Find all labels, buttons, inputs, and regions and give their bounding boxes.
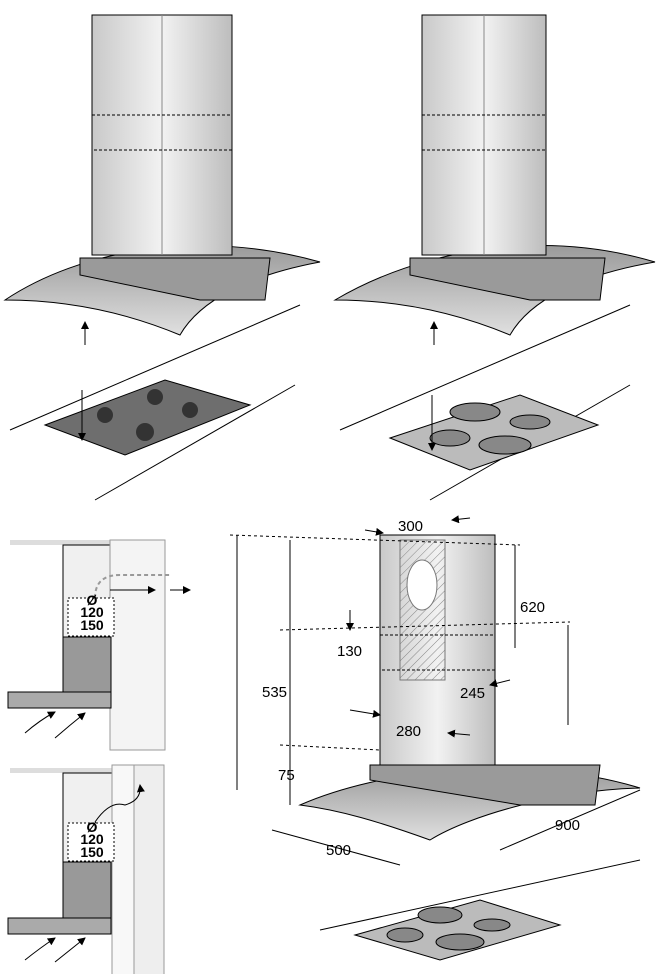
dim-500: 500 [326, 842, 351, 859]
duct-size-120: 120 [80, 831, 104, 847]
dim-900: 900 [555, 817, 580, 834]
diameter-symbol: Ø [87, 592, 98, 608]
ducting-horizontal: Ø 120 150 [7, 539, 191, 751]
dim-535: 535 [262, 684, 287, 701]
hood-electric-hob-view [333, 14, 656, 501]
dimension-drawing: 300 620 130 535 245 280 75 500 900 [229, 515, 641, 961]
diameter-symbol: Ø [87, 819, 98, 835]
hood-gas-hob-view [3, 14, 321, 501]
dim-300: 300 [398, 518, 423, 535]
electric-hob-bottom [353, 899, 562, 961]
duct-size-150: 150 [80, 617, 104, 633]
dim-620: 620 [520, 599, 545, 616]
dim-130: 130 [337, 643, 362, 660]
dim-280: 280 [396, 723, 421, 740]
dim-245: 245 [460, 685, 485, 702]
gas-hob [43, 379, 252, 456]
duct-size-120: 120 [80, 604, 104, 620]
dim-75: 75 [278, 767, 295, 784]
ducting-vertical: Ø 120 150 [7, 764, 165, 974]
duct-size-150: 150 [80, 844, 104, 860]
